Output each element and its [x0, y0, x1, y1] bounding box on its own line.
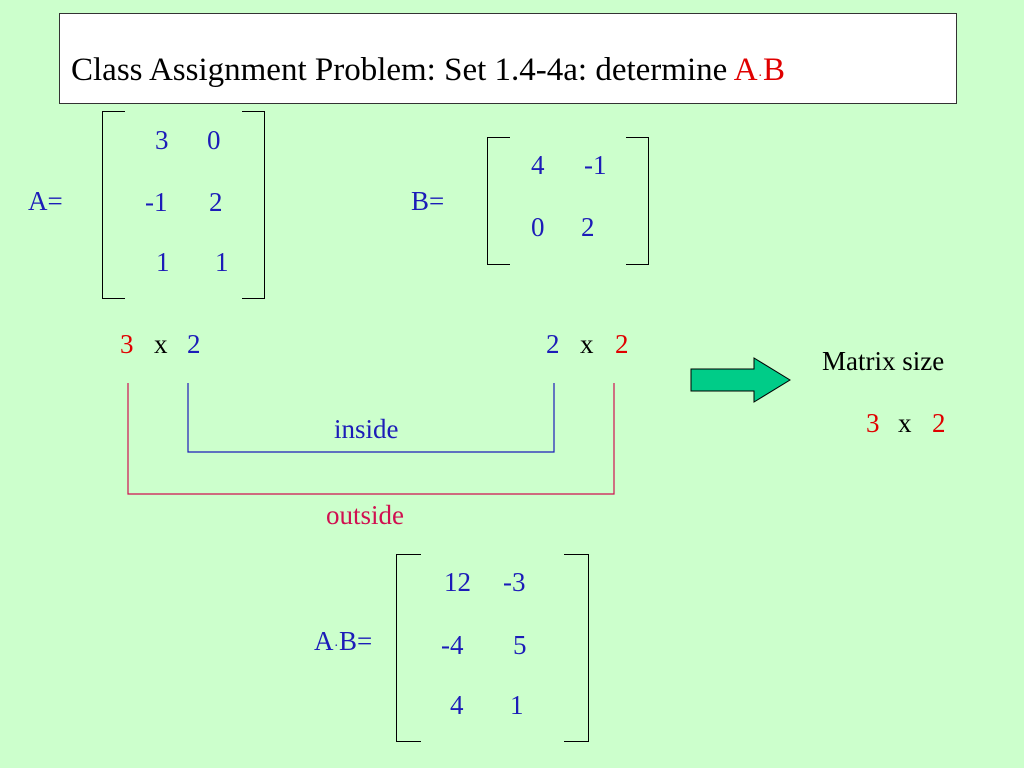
product-cell: -3 — [503, 567, 526, 597]
slide-title: Class Assignment Problem: Set 1.4-4a: de… — [71, 52, 785, 89]
title-box: Class Assignment Problem: Set 1.4-4a: de… — [59, 13, 957, 104]
matrix-a-cell: 0 — [207, 125, 221, 155]
outside-label: outside — [326, 500, 404, 530]
product-cell: 1 — [510, 690, 524, 720]
product-label-a: A — [314, 626, 334, 656]
outside-bracket-line — [127, 383, 615, 495]
product-cell: 4 — [450, 690, 464, 720]
matrix-b-label: B= — [411, 186, 445, 216]
product-left-bracket — [396, 554, 421, 742]
title-matrix-b: B — [763, 52, 786, 88]
matrix-b-cell: 0 — [531, 212, 545, 242]
product-right-bracket — [564, 554, 589, 742]
matrix-a-cell: -1 — [145, 187, 168, 217]
matrix-b-cell: 2 — [581, 212, 595, 242]
result-times: x — [898, 408, 912, 438]
matrix-b-cell: -1 — [584, 150, 607, 180]
product-cell: -4 — [441, 630, 464, 660]
right-arrow-icon — [690, 357, 791, 403]
matrix-b-cols-dim: 2 — [615, 329, 629, 359]
matrix-a-cell: 1 — [215, 247, 229, 277]
product-cell: 12 — [444, 567, 471, 597]
matrix-b-right-bracket — [626, 137, 649, 265]
matrix-size-label: Matrix size — [822, 346, 945, 376]
matrix-b-rows-dim: 2 — [546, 329, 560, 359]
matrix-a-cell: 2 — [209, 187, 223, 217]
matrix-b-cell: 4 — [531, 150, 545, 180]
product-label-dot: . — [334, 635, 339, 650]
matrix-b-times: x — [580, 329, 594, 359]
result-rows-dim: 3 — [866, 408, 880, 438]
product-cell: 5 — [513, 630, 527, 660]
matrix-a-times: x — [154, 329, 168, 359]
product-label: A.B= — [314, 626, 372, 662]
product-label-b: B= — [339, 626, 373, 656]
title-dot: . — [758, 65, 763, 80]
title-matrix-a: A — [733, 52, 758, 88]
matrix-a-rows-dim: 3 — [120, 329, 134, 359]
matrix-a-cols-dim: 2 — [187, 329, 201, 359]
matrix-a-right-bracket — [242, 111, 265, 299]
matrix-a-cell: 1 — [156, 247, 170, 277]
matrix-a-label: A= — [28, 186, 63, 216]
inside-label: inside — [334, 414, 399, 444]
title-prefix: Class Assignment Problem: Set 1.4-4a: de… — [71, 52, 734, 88]
matrix-b-left-bracket — [487, 137, 510, 265]
matrix-a-cell: 3 — [155, 125, 169, 155]
matrix-a-left-bracket — [102, 111, 125, 299]
result-cols-dim: 2 — [932, 408, 946, 438]
inside-bracket-line — [187, 383, 555, 453]
